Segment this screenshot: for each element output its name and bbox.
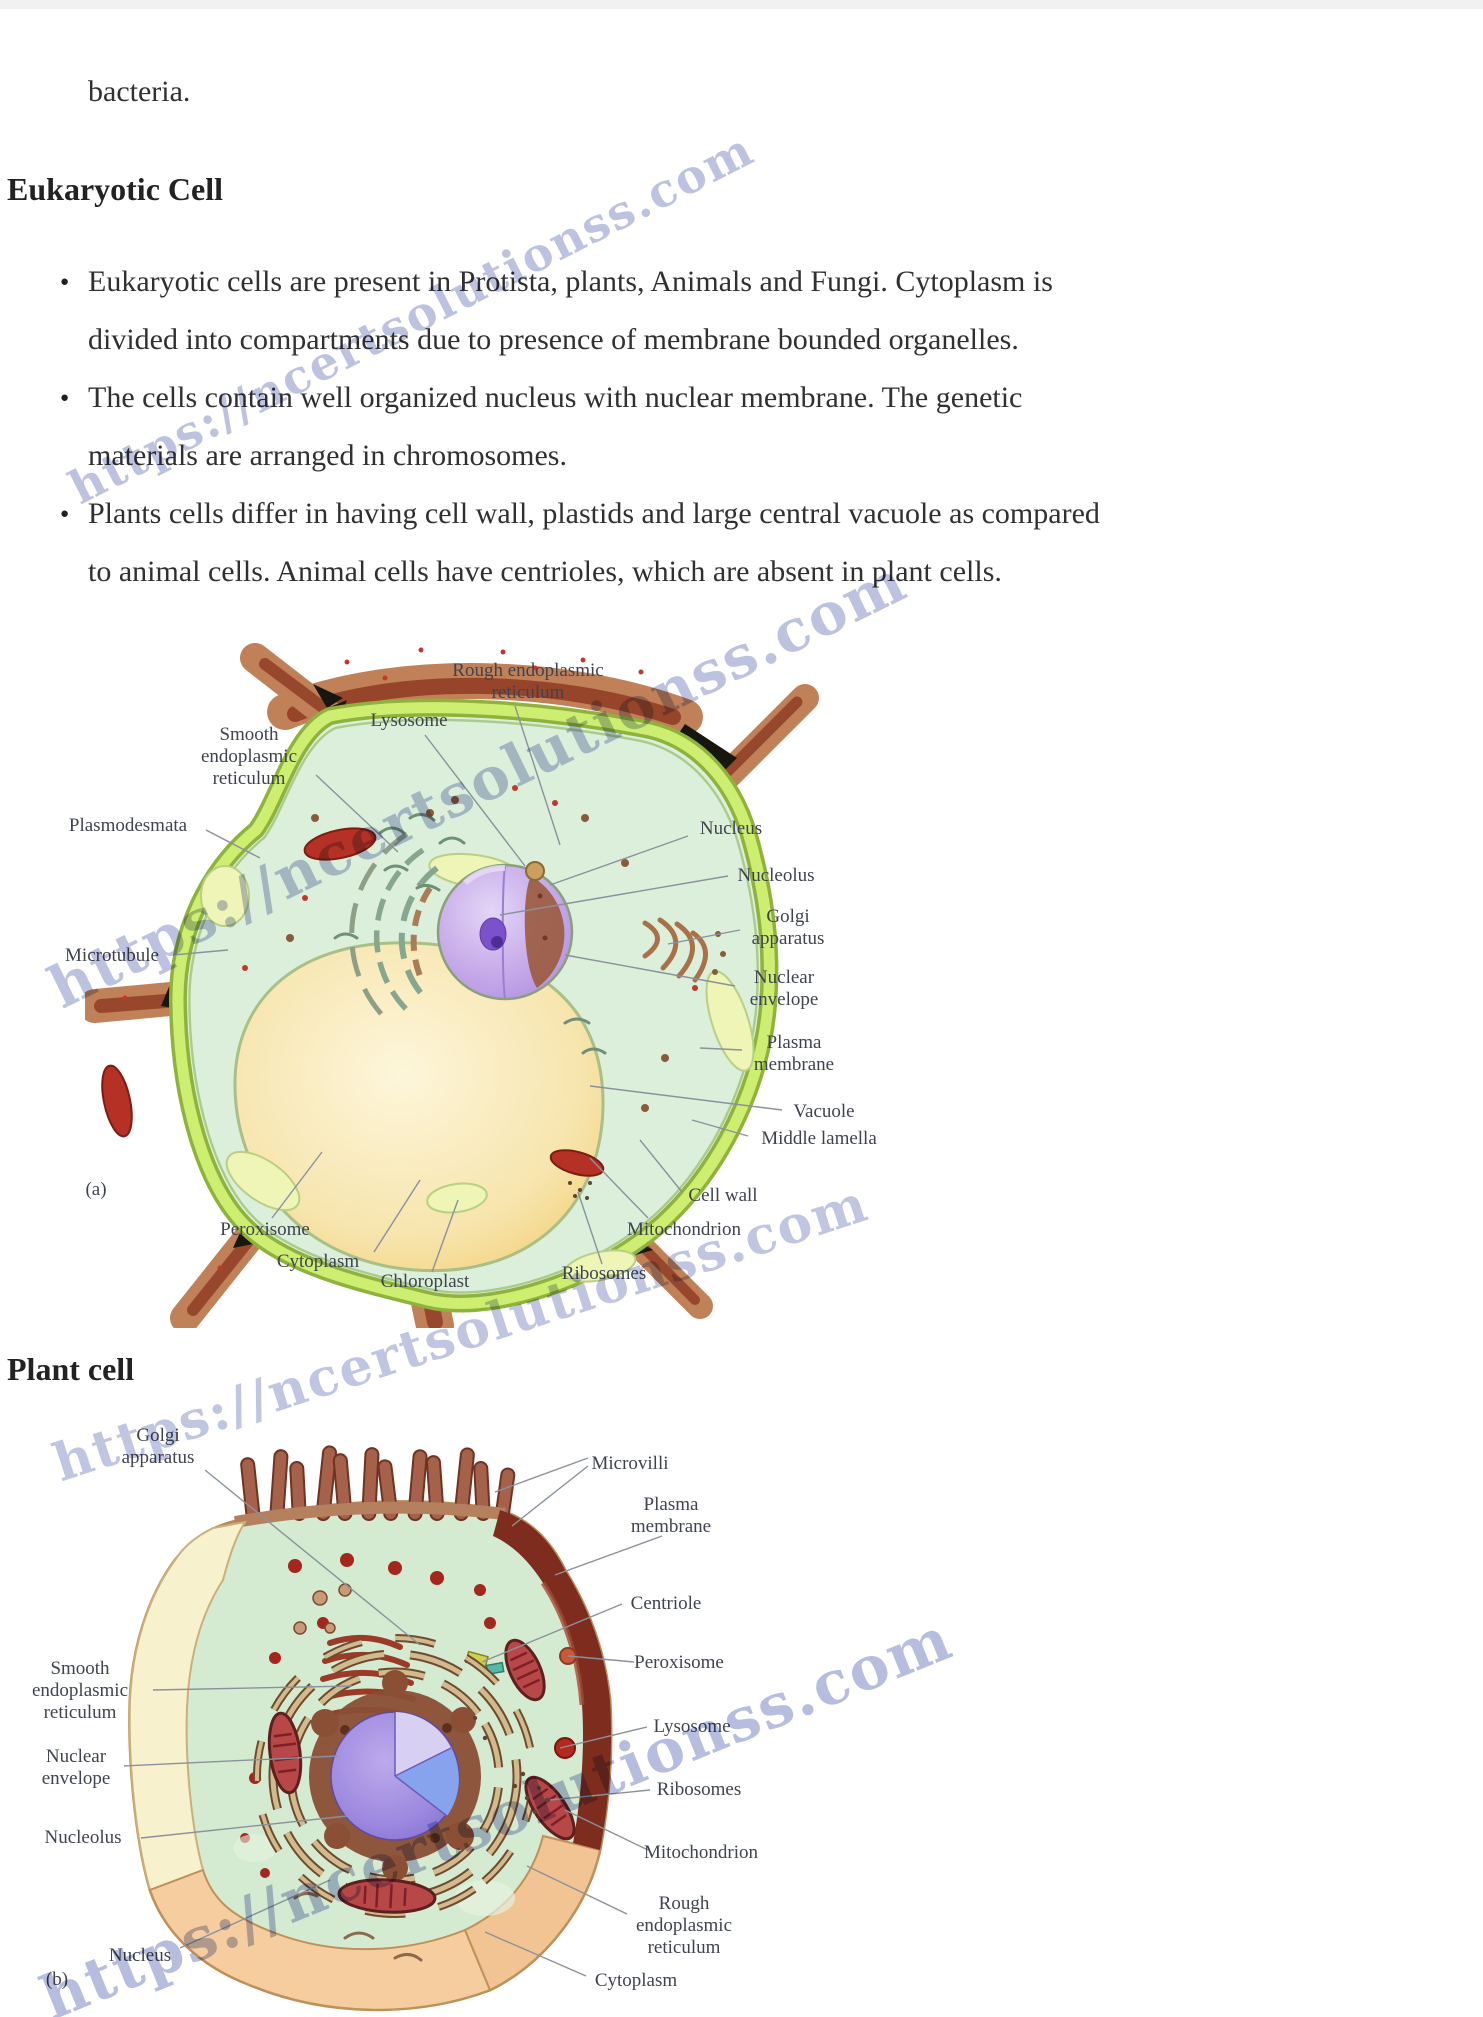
animal-cell-diagram bbox=[128, 1445, 613, 2012]
plant-label-vacuole: Vacuole bbox=[793, 1101, 855, 1123]
lysosome bbox=[554, 1737, 576, 1759]
animal-label-ribosomes: Ribosomes bbox=[656, 1779, 742, 1801]
plant-label-smooth-er: Smooth endoplasmic reticulum bbox=[200, 724, 298, 789]
bullet-item: The cells contain well organized nucleus… bbox=[60, 369, 1398, 485]
animal-label-nuclear-envelope: Nuclear envelope bbox=[41, 1746, 111, 1789]
plant-label-nuclear-envelope: Nuclear envelope bbox=[749, 967, 819, 1010]
plant-label-cytoplasm: Cytoplasm bbox=[276, 1251, 360, 1273]
plant-label-middle-lamella: Middle lamella bbox=[761, 1128, 877, 1150]
nucleus bbox=[309, 1670, 481, 1881]
plant-label-mitochondrion: Mitochondrion bbox=[627, 1219, 741, 1241]
animal-label-smooth-er: Smooth endoplasmic reticulum bbox=[31, 1658, 129, 1723]
plant-label-rough-er: Rough endoplasmic reticulum bbox=[452, 660, 604, 703]
paragraph-fragment: bacteria. bbox=[88, 75, 191, 108]
section-heading-plant-cell: Plant cell bbox=[7, 1351, 135, 1387]
animal-label-peroxisome: Peroxisome bbox=[634, 1652, 724, 1674]
plant-label-plasmodesmata: Plasmodesmata bbox=[68, 815, 188, 837]
animal-label-centriole: Centriole bbox=[630, 1593, 702, 1615]
animal-label-nucleolus: Nucleolus bbox=[44, 1827, 122, 1849]
animal-label-cytoplasm: Cytoplasm bbox=[594, 1970, 678, 1992]
nucleolus bbox=[395, 1748, 459, 1816]
figure-marker-b: (b) bbox=[45, 1969, 69, 1991]
lysosome bbox=[525, 861, 545, 881]
wall-speckles bbox=[122, 647, 644, 1271]
plant-label-nucleolus: Nucleolus bbox=[737, 865, 815, 887]
animal-label-plasma-membrane: Plasma membrane bbox=[630, 1494, 712, 1537]
peroxisome bbox=[559, 1647, 577, 1665]
plant-label-lysosome: Lysosome bbox=[370, 710, 448, 732]
animal-label-nucleus: Nucleus bbox=[108, 1945, 172, 1967]
plant-label-chloroplast: Chloroplast bbox=[380, 1271, 470, 1293]
plant-label-plasma-membrane: Plasma membrane bbox=[753, 1032, 835, 1075]
animal-label-mitochondrion: Mitochondrion bbox=[644, 1842, 758, 1864]
ribosome-dots bbox=[472, 1715, 550, 1815]
bullet-item: Eukaryotic cells are present in Protista… bbox=[60, 253, 1398, 369]
plant-label-golgi: Golgi apparatus bbox=[751, 906, 825, 949]
section-heading-eukaryotic-cell: Eukaryotic Cell bbox=[7, 171, 223, 207]
figure-marker-a: (a) bbox=[85, 1179, 107, 1201]
plant-label-nucleus: Nucleus bbox=[699, 818, 763, 840]
page-top-strip bbox=[0, 0, 1483, 9]
plant-label-microtubule: Microtubule bbox=[65, 945, 159, 967]
microvilli bbox=[233, 1445, 516, 1528]
animal-label-golgi: Golgi apparatus bbox=[121, 1425, 195, 1468]
plant-label-peroxisome: Peroxisome bbox=[220, 1219, 310, 1241]
animal-label-lysosome: Lysosome bbox=[653, 1716, 731, 1738]
endoplasmic-reticulum bbox=[349, 831, 439, 1025]
animal-label-microvilli: Microvilli bbox=[591, 1453, 669, 1475]
plant-label-cell-wall: Cell wall bbox=[688, 1185, 758, 1207]
bullet-list: Eukaryotic cells are present in Protista… bbox=[60, 253, 1398, 601]
plant-label-ribosomes: Ribosomes bbox=[561, 1263, 647, 1285]
nucleus bbox=[436, 863, 574, 1001]
animal-label-rough-er: Rough endoplasmic reticulum bbox=[635, 1893, 733, 1958]
nucleus-cut-plane bbox=[395, 1712, 451, 1776]
bullet-item: Plants cells differ in having cell wall,… bbox=[60, 485, 1398, 601]
